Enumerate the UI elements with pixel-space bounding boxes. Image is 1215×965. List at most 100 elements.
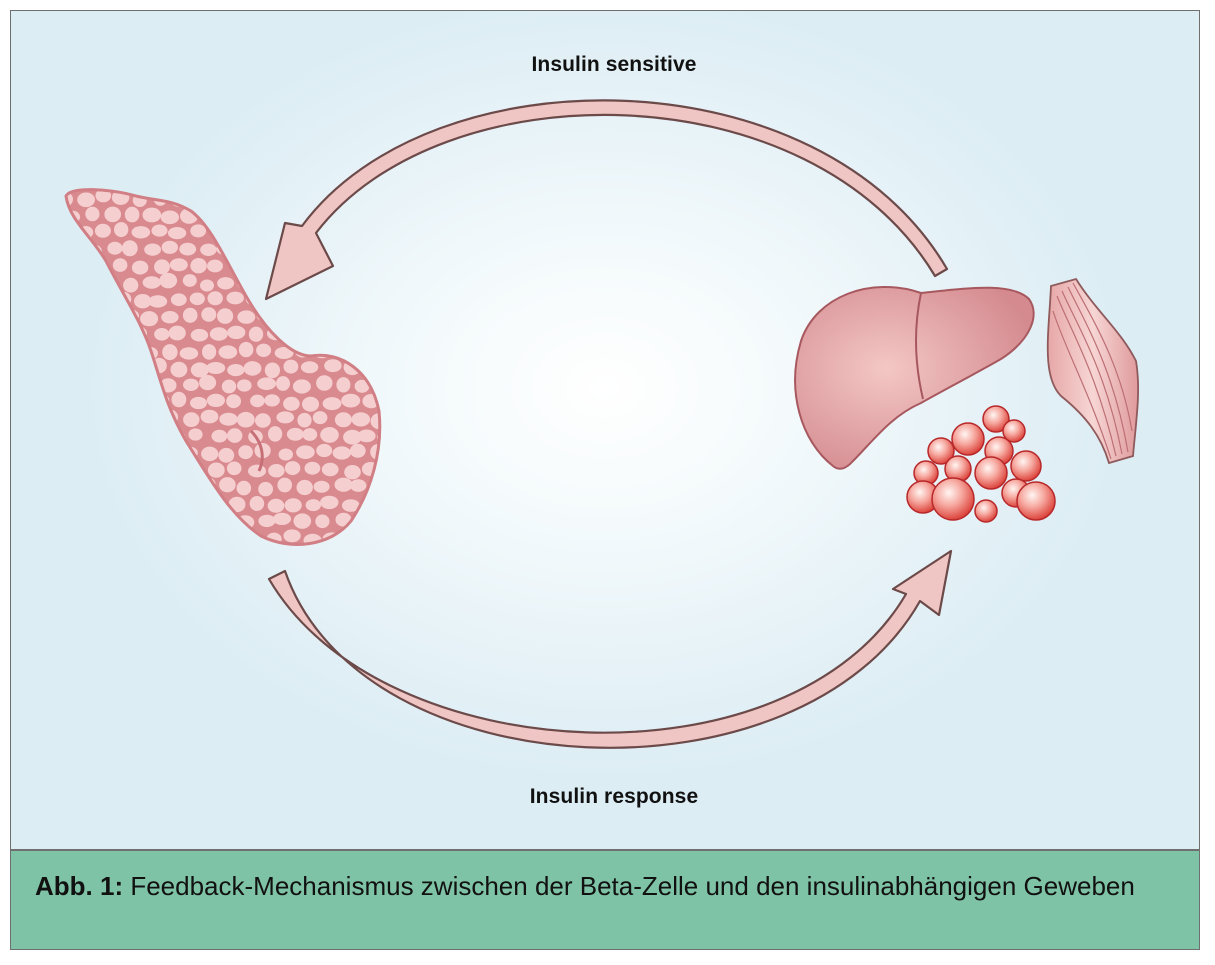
pancreas-lobule <box>87 412 104 427</box>
pancreas-lobule <box>218 345 238 359</box>
pancreas-lobule <box>320 495 339 510</box>
pancreas-lobule <box>336 377 351 393</box>
pancreas-lobule <box>335 278 351 292</box>
pancreas-lobule <box>370 273 380 290</box>
pancreas-lobule <box>286 295 303 310</box>
pancreas-lobule <box>351 307 368 323</box>
pancreas-lobule <box>77 532 92 545</box>
pancreas-lobule <box>190 258 207 274</box>
pancreas-lobule <box>229 192 245 208</box>
pancreas-lobule <box>383 329 397 342</box>
pancreas-lobule <box>169 258 188 272</box>
pancreas-lobule <box>112 258 128 272</box>
pancreas-lobule <box>351 275 370 289</box>
muscle-icon <box>1046 277 1140 465</box>
pancreas-lobule <box>303 325 321 342</box>
pancreas-lobule <box>322 293 337 307</box>
pancreas-lobule <box>66 341 83 356</box>
pancreas-lobule <box>114 222 129 238</box>
pancreas-lobule <box>350 548 368 562</box>
pancreas-lobule <box>219 477 236 493</box>
pancreas-lobule <box>206 362 226 374</box>
pancreas-lobule <box>154 328 170 341</box>
pancreas-lobule <box>236 411 255 428</box>
pancreas-lobule <box>107 546 124 559</box>
pancreas-lobule <box>305 499 321 512</box>
figure-panel: Insulin sensitive Insulin response <box>10 10 1200 850</box>
pancreas-lobule <box>334 308 353 321</box>
pancreas-lobule <box>140 171 159 187</box>
insulin-sensitive-label: Insulin sensitive <box>531 53 697 76</box>
feedback-diagram <box>47 99 1140 749</box>
pancreas-lobule <box>179 347 199 360</box>
pancreas-lobule <box>162 444 178 460</box>
pancreas-lobule <box>142 549 157 563</box>
pancreas-lobule <box>98 494 113 510</box>
pancreas-lobule <box>200 243 217 256</box>
pancreas-lobule <box>264 362 280 379</box>
pancreas-lobule <box>255 242 275 258</box>
adipose-tissue-icon <box>906 405 1056 523</box>
pancreas-lobule <box>178 481 196 498</box>
pancreas-lobule <box>207 462 225 478</box>
pancreas-lobule <box>115 328 131 344</box>
pancreas-lobule <box>47 345 64 359</box>
pancreas-lobule <box>49 547 65 560</box>
pancreas-lobule <box>134 294 152 309</box>
pancreas-lobule <box>190 328 209 342</box>
pancreas-lobule <box>95 463 113 477</box>
pancreas-lobule <box>362 225 377 240</box>
pancreas-lobule <box>180 175 197 188</box>
pancreas-lobule <box>96 362 113 378</box>
pancreas-lobule <box>76 261 92 275</box>
pancreas-lobule <box>159 174 178 187</box>
pancreas-lobule <box>160 210 179 225</box>
pancreas-lobule <box>285 326 302 340</box>
pancreas-lobule <box>64 547 82 562</box>
pancreas-lobule <box>293 312 310 327</box>
pancreas-lobule <box>207 259 223 273</box>
pancreas-lobule <box>217 277 235 290</box>
pancreas-lobule <box>142 409 161 426</box>
pancreas-lobule <box>131 461 150 478</box>
pancreas-lobule <box>66 290 76 305</box>
pancreas-lobule <box>190 396 207 410</box>
pancreas-lobule <box>264 394 280 407</box>
pancreas-lobule <box>265 193 284 206</box>
pancreas-lobule <box>217 205 237 220</box>
pancreas-lobule <box>144 243 162 256</box>
pancreas-lobule <box>381 396 397 410</box>
pancreas-lobule <box>229 530 248 545</box>
pancreas-lobule <box>237 310 256 324</box>
pancreas-lobule <box>276 376 290 391</box>
pancreas-lobule <box>125 342 140 356</box>
pancreas-lobule <box>97 529 113 545</box>
pancreas-lobule <box>217 308 234 324</box>
pancreas-lobule <box>304 461 321 475</box>
pancreas-lobule <box>201 307 217 322</box>
pancreas-lobule <box>216 547 234 559</box>
pancreas-lobule <box>249 225 264 239</box>
pancreas-lobule <box>161 550 179 563</box>
pancreas-lobule <box>121 448 140 463</box>
pancreas-lobule <box>248 464 266 478</box>
pancreas-lobule <box>189 292 205 306</box>
pancreas-lobule <box>368 343 380 356</box>
pancreas-lobule <box>274 347 294 359</box>
pancreas-lobule <box>188 530 205 545</box>
pancreas-lobule <box>200 279 214 292</box>
pancreas-lobule <box>257 377 276 391</box>
pancreas-lobule <box>104 481 124 495</box>
pancreas-lobule <box>205 532 225 545</box>
pancreas-lobule <box>105 444 122 458</box>
pancreas-lobule <box>371 478 380 493</box>
pancreas-lobule <box>313 480 330 493</box>
pancreas-lobule <box>284 498 302 513</box>
pancreas-lobule <box>103 380 122 394</box>
pancreas-lobule <box>162 515 178 529</box>
pancreas-lobule <box>142 478 160 492</box>
pancreas-lobule <box>255 207 275 223</box>
pancreas-lobule <box>135 361 151 376</box>
pancreas-lobule <box>325 328 340 344</box>
pancreas-lobule <box>104 206 121 223</box>
